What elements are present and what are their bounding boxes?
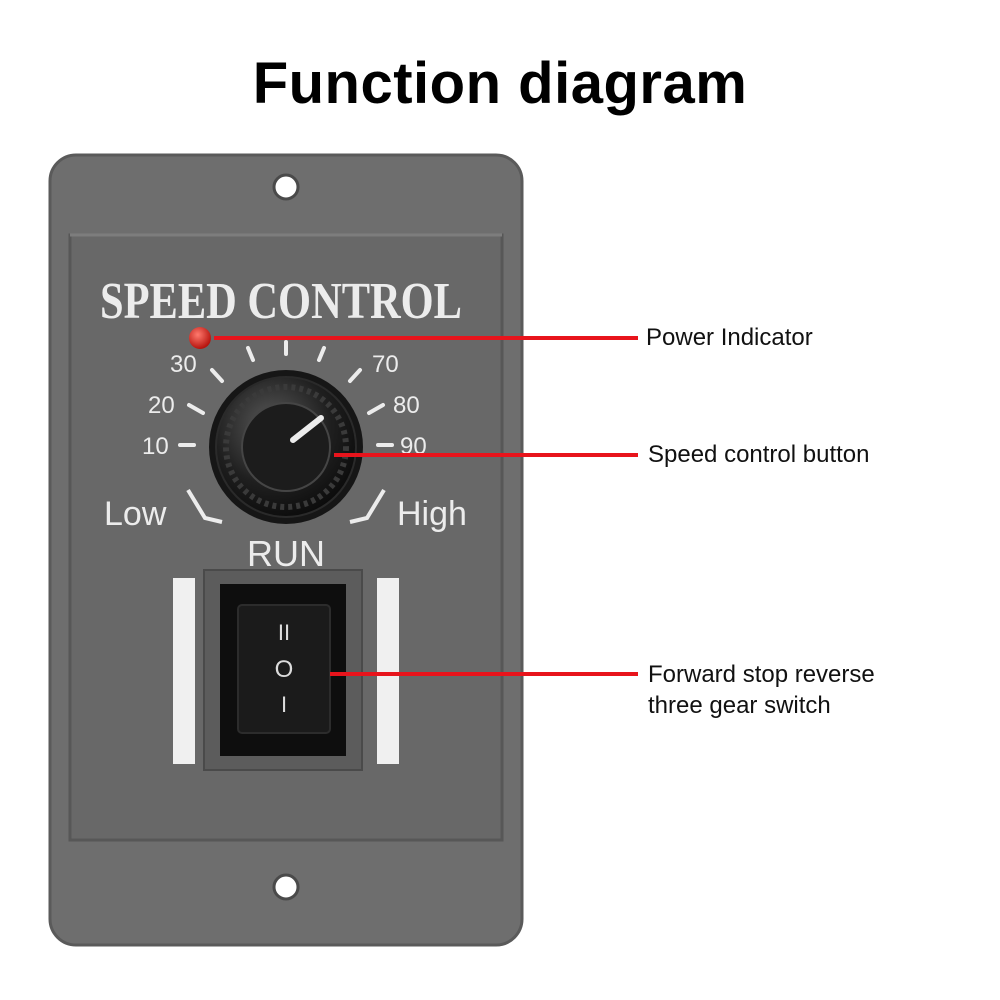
switch-symbol-reverse: I xyxy=(281,692,287,717)
dial-number-20: 20 xyxy=(148,392,175,419)
dial-number-30: 30 xyxy=(170,351,197,378)
callout-switch: Forward stop reverse three gear switch xyxy=(648,659,875,721)
speed-control-knob[interactable] xyxy=(209,370,363,524)
page-title: Function diagram xyxy=(252,51,748,116)
speed-control-heading: SPEED CONTROL xyxy=(100,273,462,330)
power-led xyxy=(189,327,211,349)
rocker-switch[interactable]: II O I xyxy=(203,569,363,771)
switch-symbol-forward: II xyxy=(278,620,290,645)
callout-switch-line-2: three gear switch xyxy=(648,692,831,719)
callout-power-indicator: Power Indicator xyxy=(646,324,813,351)
callout-switch-line-1: Forward stop reverse xyxy=(648,661,875,688)
dial-scale xyxy=(178,340,394,447)
bottom-mount-hole xyxy=(272,873,300,901)
dial-number-10: 10 xyxy=(142,433,169,460)
low-label: Low xyxy=(104,495,167,533)
top-mount-hole xyxy=(272,173,300,201)
dial-number-80: 80 xyxy=(393,392,420,419)
left-guide-strip xyxy=(173,578,195,764)
high-arrow-mark xyxy=(349,488,386,524)
right-guide-strip xyxy=(377,578,399,764)
run-label: RUN xyxy=(247,533,325,574)
low-arrow-mark xyxy=(186,488,223,524)
high-label: High xyxy=(397,495,467,533)
switch-symbol-stop: O xyxy=(275,656,294,683)
knob-pointer xyxy=(290,415,324,443)
callout-speed-control-button: Speed control button xyxy=(648,441,870,468)
dial-number-70: 70 xyxy=(372,351,399,378)
